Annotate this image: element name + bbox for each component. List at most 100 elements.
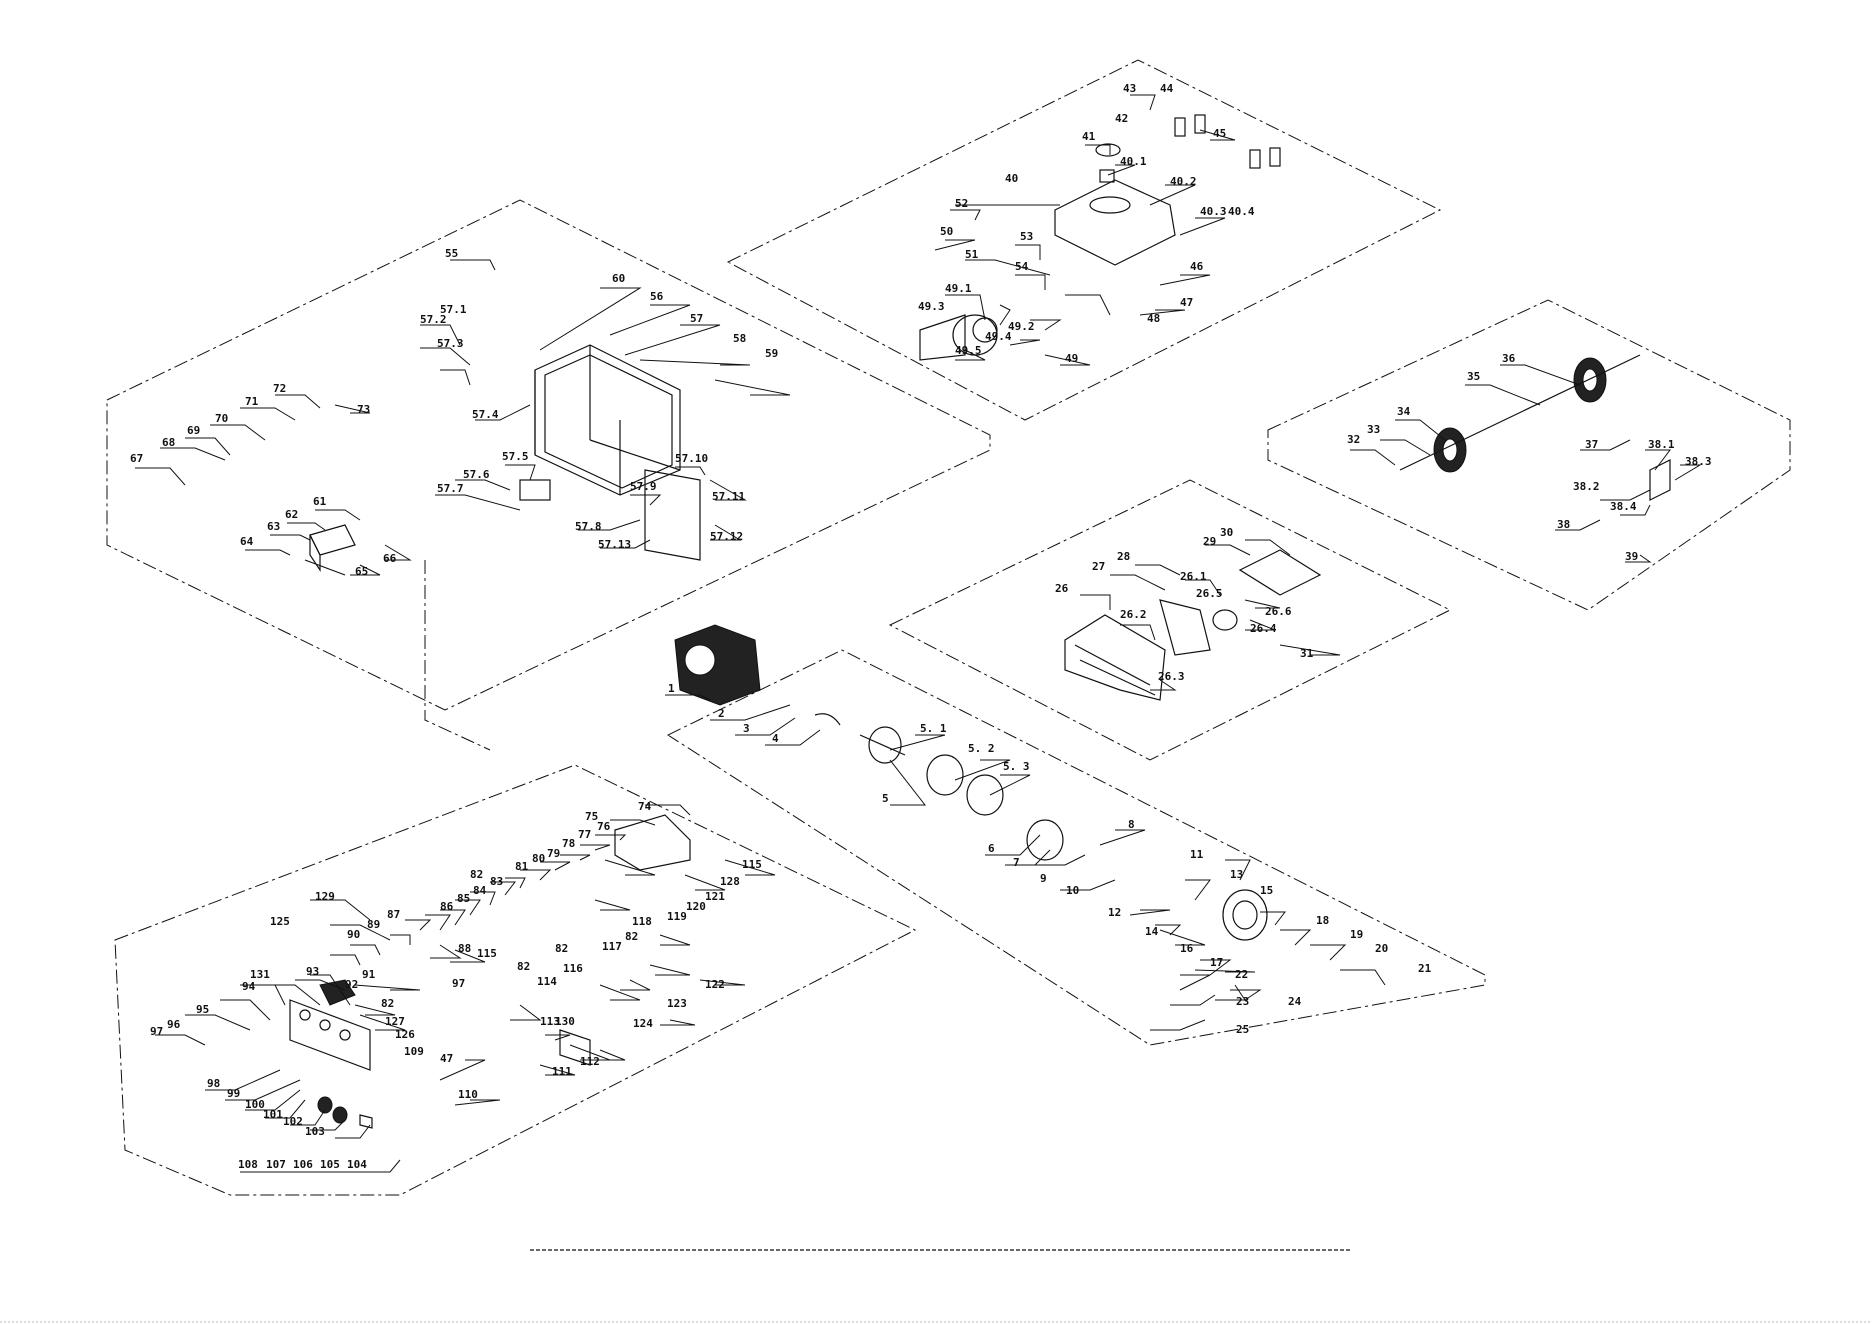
- label-57-12: 57.12: [710, 530, 743, 543]
- label-38-4: 38.4: [1610, 500, 1637, 513]
- left-vertical-guide: [424, 560, 491, 751]
- label-21: 21: [1418, 962, 1432, 975]
- alternator-drawing: [814, 713, 1268, 941]
- label-19: 19: [1350, 928, 1363, 941]
- label-61: 61: [313, 495, 327, 508]
- label-66: 66: [383, 552, 397, 565]
- label-111: 111: [552, 1065, 572, 1078]
- label-110: 110: [458, 1088, 478, 1101]
- label-18: 18: [1316, 914, 1329, 927]
- label-1: 1: [668, 682, 675, 695]
- label-98: 98: [207, 1077, 220, 1090]
- label-47: 47: [1180, 296, 1193, 309]
- label-102: 102: [283, 1115, 303, 1128]
- label-8: 8: [1128, 818, 1135, 831]
- label-26-6: 26.6: [1265, 605, 1292, 618]
- wheels-drawing: [1399, 354, 1671, 501]
- label-11: 11: [1190, 848, 1204, 861]
- label-74: 74: [638, 800, 652, 813]
- control-panel-group-outline: [114, 764, 917, 1196]
- label-43: 43: [1123, 82, 1136, 95]
- label-6: 6: [988, 842, 995, 855]
- label-99: 99: [227, 1087, 240, 1100]
- label-24: 24: [1288, 995, 1302, 1008]
- label-129: 129: [315, 890, 335, 903]
- control-panel-drawing: [289, 814, 691, 1129]
- label-79: 79: [547, 847, 560, 860]
- label-97-a: 97: [150, 1025, 163, 1038]
- label-70: 70: [215, 412, 228, 425]
- label-118: 118: [632, 915, 652, 928]
- label-48: 48: [1147, 312, 1160, 325]
- fuel-tank-group-outline: [726, 59, 1442, 421]
- label-26-2: 26.2: [1120, 608, 1147, 621]
- label-52: 52: [955, 197, 968, 210]
- label-57-8: 57.8: [575, 520, 602, 533]
- label-4: 4: [772, 732, 779, 745]
- label-49-5: 49.5: [955, 344, 982, 357]
- label-82-e: 82: [381, 997, 394, 1010]
- label-122: 122: [705, 978, 725, 991]
- label-2: 2: [718, 707, 725, 720]
- label-17: 17: [1210, 956, 1223, 969]
- group-outlines: [106, 59, 1791, 1196]
- label-38: 38: [1557, 518, 1570, 531]
- label-62: 62: [285, 508, 298, 521]
- wheel-group-outline: [1267, 299, 1791, 611]
- label-103: 103: [305, 1125, 325, 1138]
- label-31: 31: [1300, 647, 1314, 660]
- label-90: 90: [347, 928, 360, 941]
- label-49-4: 49.4: [985, 330, 1012, 343]
- label-26-5: 26.5: [1196, 587, 1223, 600]
- label-105: 105: [320, 1158, 340, 1171]
- label-57-6: 57.6: [463, 468, 490, 481]
- label-56: 56: [650, 290, 664, 303]
- label-82-b: 82: [517, 960, 530, 973]
- label-113: 113: [540, 1015, 560, 1028]
- label-63: 63: [267, 520, 280, 533]
- label-101: 101: [263, 1108, 283, 1121]
- frame-group-outline: [106, 199, 991, 711]
- label-27: 27: [1092, 560, 1105, 573]
- label-64: 64: [240, 535, 254, 548]
- label-22: 22: [1235, 968, 1248, 981]
- label-42: 42: [1115, 112, 1128, 125]
- muffler-drawing: [1064, 549, 1322, 701]
- label-12: 12: [1108, 906, 1121, 919]
- label-38-2: 38.2: [1573, 480, 1600, 493]
- label-78: 78: [562, 837, 575, 850]
- muffler-group-outline: [888, 479, 1452, 761]
- label-28: 28: [1117, 550, 1130, 563]
- label-89: 89: [367, 918, 380, 931]
- label-114: 114: [537, 975, 557, 988]
- label-57-11: 57.11: [712, 490, 745, 503]
- label-40-1: 40.1: [1120, 155, 1147, 168]
- label-10: 10: [1066, 884, 1079, 897]
- label-131: 131: [250, 968, 270, 981]
- label-106: 106: [293, 1158, 313, 1171]
- label-57-10: 57.10: [675, 452, 708, 465]
- label-45: 45: [1213, 127, 1226, 140]
- label-40-2: 40.2: [1170, 175, 1197, 188]
- label-26-4: 26.4: [1250, 622, 1277, 635]
- label-57-2: 57.2: [420, 313, 447, 326]
- label-14: 14: [1145, 925, 1159, 938]
- label-7: 7: [1013, 856, 1020, 869]
- label-58: 58: [733, 332, 746, 345]
- label-93: 93: [306, 965, 319, 978]
- label-123: 123: [667, 997, 687, 1010]
- label-9: 9: [1040, 872, 1047, 885]
- label-16: 16: [1180, 942, 1194, 955]
- alternator-group-outline: [666, 649, 1486, 1046]
- label-81: 81: [515, 860, 529, 873]
- label-57-1: 57.1: [440, 303, 467, 316]
- label-95: 95: [196, 1003, 209, 1016]
- label-71: 71: [245, 395, 259, 408]
- label-57-5: 57.5: [502, 450, 529, 463]
- label-38-1: 38.1: [1648, 438, 1675, 451]
- label-75: 75: [585, 810, 598, 823]
- label-55: 55: [445, 247, 458, 260]
- label-41: 41: [1082, 130, 1096, 143]
- label-5-2: 5. 2: [968, 742, 995, 755]
- part-drawings: [289, 114, 1671, 1129]
